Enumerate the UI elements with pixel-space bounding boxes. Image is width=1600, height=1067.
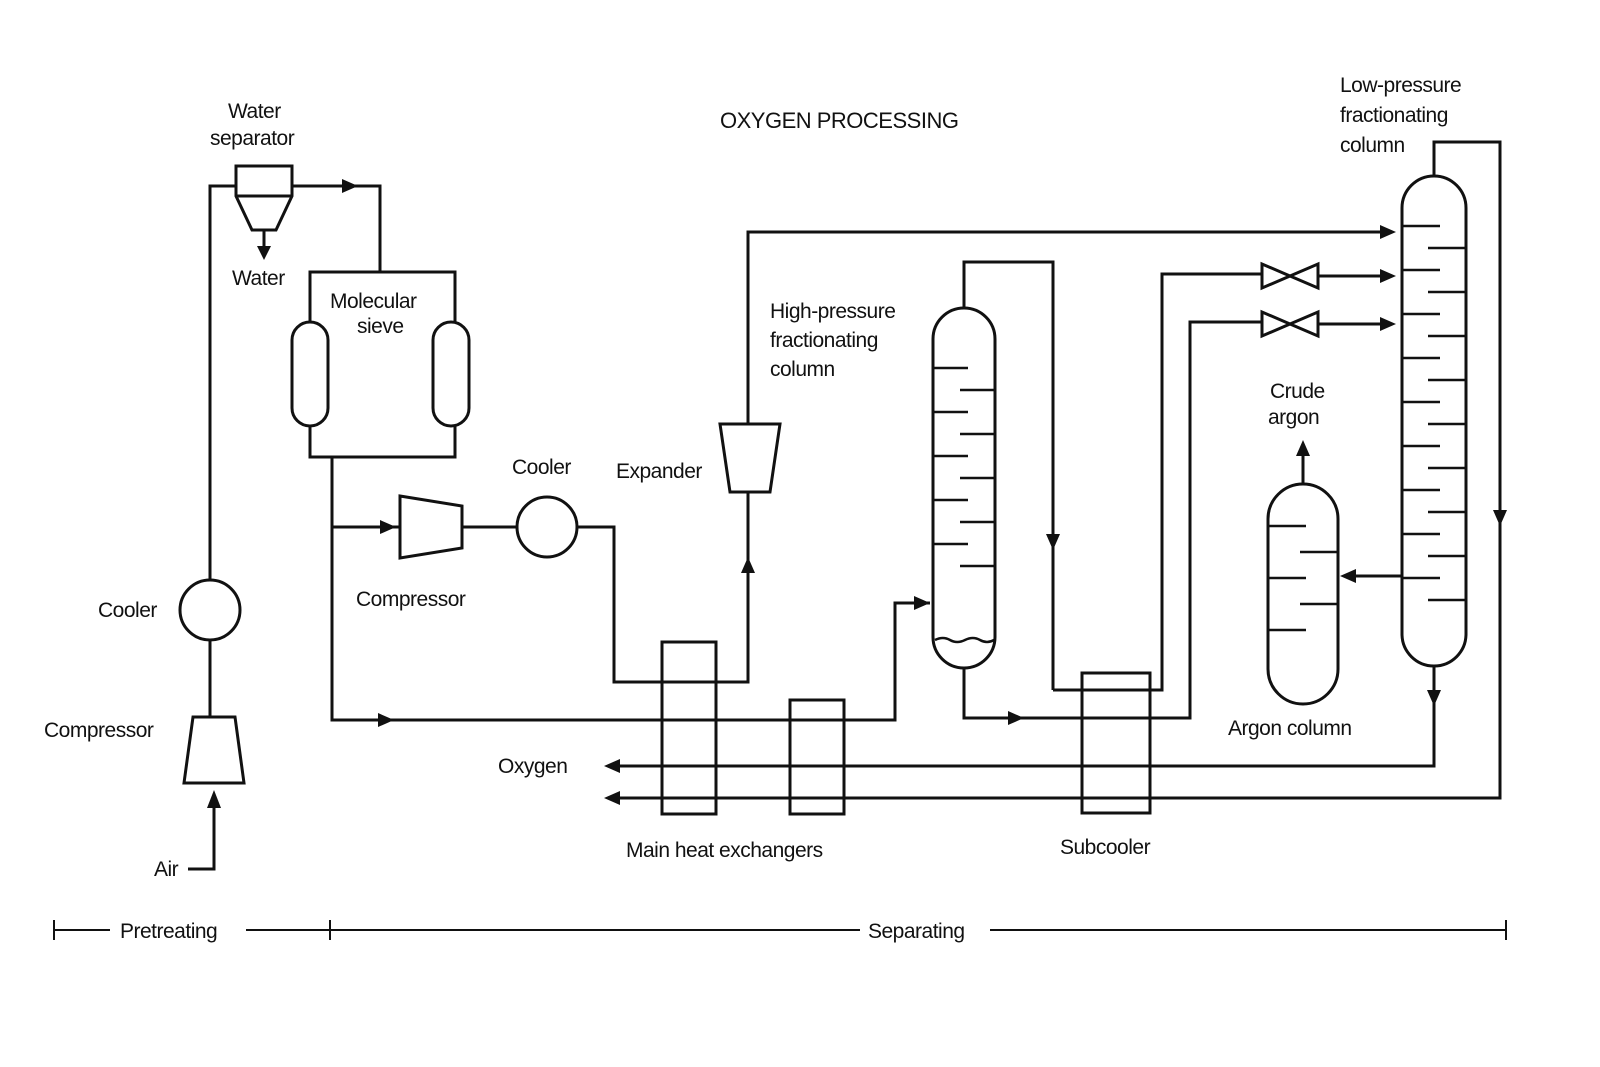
hp-column-label-1: High-pressure [770,300,895,323]
hp-column-label-2: fractionating [770,329,878,352]
arrow-lp-bottom-down [1427,690,1441,706]
line-cooler-to-separator [208,184,236,580]
air-inlet-line [188,795,216,871]
compressor-left-label: Compressor [44,719,154,742]
lp-column [1400,174,1468,668]
lp-column-label-1: Low-pressure [1340,74,1461,97]
compressor-mid-label: Compressor [356,588,466,611]
valve-lower [1260,309,1320,339]
arrow-to-expander [741,557,755,573]
line-separator-to-sieve [292,184,382,272]
arrow-crude-argon [1296,440,1310,456]
air-label: Air [154,858,179,881]
arrow-valve-upper [1380,269,1396,283]
water-separator-label-2: separator [210,127,295,150]
crude-argon-label-1: Crude [1270,380,1325,403]
line-lp-top-return [612,140,1502,800]
expander [718,422,782,494]
valve-upper [1260,261,1320,291]
line-hp-top-to-subcooler [962,260,1055,690]
compressor-mid [398,494,464,560]
water-label: Water [232,267,285,290]
cooler-mid [515,495,579,559]
arrow-to-sieve [342,179,358,193]
main-heat-exchangers-label: Main heat exchangers [626,839,823,862]
crude-argon-label-2: argon [1268,406,1319,429]
air-arrow [207,790,221,808]
main-heat-exchanger-1 [660,640,718,816]
arrow-lp-to-argon [1340,569,1356,583]
hp-column-label-3: column [770,358,835,381]
water-drain-arrow [257,246,271,260]
arrow-hp-top-down [1046,534,1060,550]
subcooler-label: Subcooler [1060,836,1151,859]
argon-column-trays [1268,524,1338,632]
cooler-mid-label: Cooler [512,456,571,479]
molecular-sieve-label-1: Molecular [330,290,417,313]
stage-separating-label: Separating [868,920,965,943]
expander-label: Expander [616,460,702,483]
argon-column-label: Argon column [1228,717,1352,740]
cooler-left [178,578,242,642]
cooler-left-label: Cooler [98,599,157,622]
arrow-valve-lower [1380,317,1396,331]
lp-column-label-2: fractionating [1340,104,1448,127]
hp-column-trays [933,366,995,644]
compressor-left [182,715,246,785]
stage-bar [53,920,1507,940]
line-expander-to-lp-column [746,230,1390,424]
argon-column [1266,482,1340,706]
main-heat-exchanger-2-outline [788,698,846,816]
molecular-sieve-label-2: sieve [357,315,404,338]
subcooler-outline [1080,671,1152,815]
subcooler [1080,671,1152,815]
water-separator-label-1: Water [228,100,281,123]
arrow-into-lp-top [1380,225,1396,239]
line-subcooler-to-lp [1053,272,1262,692]
diagram-title: OXYGEN PROCESSING [720,108,958,133]
sieve-bed-right [431,320,471,428]
molecular-sieve [308,270,457,459]
arrow-return-out [604,791,620,805]
arrow-into-hp-column [914,596,930,610]
water-separator [234,164,294,232]
hp-column [931,306,997,670]
lp-column-trays [1402,224,1466,602]
arrow-lp-top-down [1493,510,1507,526]
sieve-bed-left [290,320,330,428]
lp-column-label-3: column [1340,134,1405,157]
arrow-oxygen-out [604,759,620,773]
stage-pretreating-label: Pretreating [120,920,217,943]
main-heat-exchanger-1-outline [660,640,718,816]
oxygen-label: Oxygen [498,755,567,778]
line-hp-bottom-to-lp [962,320,1262,720]
arrow-to-compressor [380,520,396,534]
